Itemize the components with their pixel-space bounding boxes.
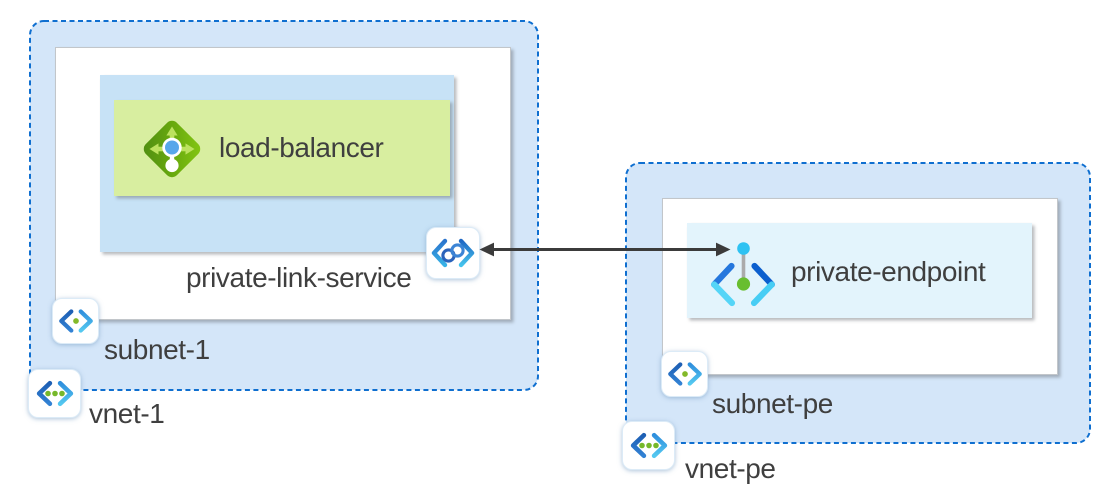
private-endpoint-icon	[711, 239, 775, 307]
subnet-1-icon	[52, 298, 99, 344]
load-balancer-label: load-balancer	[219, 132, 384, 163]
subnet-pe-label: subnet-pe	[712, 388, 833, 419]
vnet-pe-icon	[622, 421, 675, 470]
private-link-service-label: private-link-service	[186, 262, 412, 293]
vnet-1-label: vnet-1	[89, 398, 165, 429]
load-balancer-icon	[141, 118, 203, 180]
vnet-1-icon	[28, 369, 81, 418]
private-endpoint-label: private-endpoint	[791, 256, 986, 287]
subnet-pe-icon	[661, 351, 708, 397]
vnet-pe-label: vnet-pe	[685, 453, 776, 484]
subnet-1-label: subnet-1	[104, 334, 210, 365]
private-link-service-icon	[426, 227, 480, 279]
